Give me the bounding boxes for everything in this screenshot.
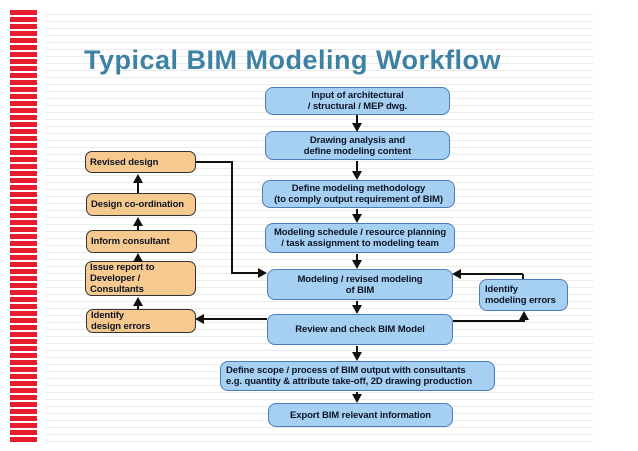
line xyxy=(137,225,139,230)
slide-title: Typical BIM Modeling Workflow xyxy=(84,45,502,75)
flow-node-modeling: Modeling / revised modeling of BIM xyxy=(267,269,453,300)
flow-node-review: Review and check BIM Model xyxy=(267,314,453,345)
flow-node-identify-modeling-errors: Identify modeling errors xyxy=(479,279,568,311)
side-node-revised-design: Revised design xyxy=(85,151,196,173)
line xyxy=(356,254,358,261)
line xyxy=(231,272,259,274)
side-node-issue-report: Issue report to Developer / Consultants xyxy=(85,261,196,296)
line xyxy=(356,161,358,172)
arrowhead-down-icon xyxy=(352,260,362,269)
arrowhead-up-icon xyxy=(133,253,143,262)
arrowhead-down-icon xyxy=(352,123,362,132)
arrowhead-down-icon xyxy=(352,394,362,403)
arrowhead-right-icon xyxy=(258,268,267,278)
arrowhead-down-icon xyxy=(352,171,362,180)
line xyxy=(196,161,233,163)
arrowhead-up-icon xyxy=(133,297,143,306)
side-node-inform-consultant: Inform consultant xyxy=(86,230,197,253)
line xyxy=(356,392,358,395)
arrowhead-down-icon xyxy=(352,214,362,223)
flow-node-analysis: Drawing analysis and define modeling con… xyxy=(265,131,450,160)
line xyxy=(204,318,267,320)
line xyxy=(356,115,358,123)
arrowhead-left-icon xyxy=(452,269,461,279)
arrowhead-up-icon xyxy=(133,174,143,183)
line xyxy=(137,182,139,193)
line xyxy=(356,209,358,215)
side-node-design-coordination: Design co-ordination xyxy=(86,193,196,216)
arrowhead-up-icon xyxy=(519,311,529,320)
red-accent-bar xyxy=(10,10,37,443)
flow-node-schedule: Modeling schedule / resource planning / … xyxy=(265,223,455,253)
arrowhead-up-icon xyxy=(133,217,143,226)
line xyxy=(453,320,525,322)
line xyxy=(137,305,139,309)
arrowhead-down-icon xyxy=(352,352,362,361)
line xyxy=(356,301,358,306)
arrowhead-down-icon xyxy=(352,305,362,314)
line xyxy=(522,274,524,279)
flow-node-export: Export BIM relevant information xyxy=(268,403,453,427)
flow-node-methodology: Define modeling methodology (to comply o… xyxy=(262,180,455,208)
arrowhead-left-icon xyxy=(195,314,204,324)
side-node-identify-design-errors: Identify design errors xyxy=(86,309,196,333)
flow-node-scope: Define scope / process of BIM output wit… xyxy=(220,361,495,391)
flow-node-input: Input of architectural / structural / ME… xyxy=(265,87,450,115)
line xyxy=(356,346,358,353)
line xyxy=(461,273,523,275)
line xyxy=(231,161,233,274)
